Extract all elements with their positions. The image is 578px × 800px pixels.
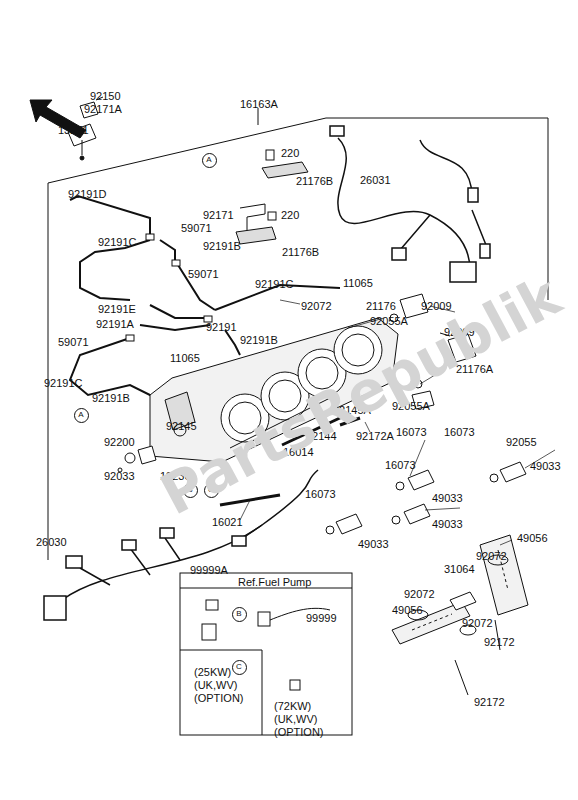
callout-number: 92191 — [206, 321, 237, 333]
callout-number: 26030 — [36, 536, 67, 548]
callout-number: 11065 — [343, 277, 373, 289]
callout-number: 92171 — [203, 209, 234, 221]
callout-number: (UK,WV) — [194, 679, 237, 691]
reference-circle: C — [232, 660, 247, 675]
callout-number: 92171A — [84, 103, 122, 115]
callout-number: 99999A — [190, 564, 228, 576]
callout-number: 92191B — [92, 392, 130, 404]
callout-number: 92191C — [44, 377, 83, 389]
callout-number: 92191B — [203, 240, 241, 252]
callout-number: 21176 — [366, 300, 396, 312]
callout-number: 49056 — [517, 532, 548, 544]
callout-number: 16021 — [212, 516, 243, 528]
injectors — [326, 462, 526, 534]
callout-number: 92055A — [370, 315, 408, 327]
callout-number: 59071 — [58, 336, 89, 348]
callout-number: 31064 — [444, 563, 475, 575]
callout-number: 92145 — [166, 420, 197, 432]
reference-letter: B — [236, 610, 241, 618]
callout-number: Ref.Fuel Pump — [238, 576, 311, 588]
callout-number: 220 — [281, 147, 299, 159]
callout-number: 13271 — [58, 124, 89, 136]
callout-number: 92191D — [68, 188, 107, 200]
callout-number: 220 — [281, 209, 299, 221]
callout-number: 49033 — [432, 492, 463, 504]
callout-number: 99999 — [306, 612, 337, 624]
callout-number: 59071 — [188, 268, 219, 280]
callout-number: (UK,WV) — [274, 713, 317, 725]
callout-number: 59071 — [181, 222, 212, 234]
callout-number: 49033 — [530, 460, 561, 472]
callout-number: 92072 — [301, 300, 332, 312]
callout-number: 92172 — [474, 696, 505, 708]
reference-letter: C — [236, 663, 242, 671]
bracket-parts — [68, 97, 308, 244]
callout-number: 92150 — [90, 90, 121, 102]
callout-number: 92191C — [98, 236, 137, 248]
callout-number: 16073 — [385, 459, 416, 471]
fuel-rails — [392, 535, 528, 695]
callout-number: 92191C — [255, 278, 294, 290]
callout-number: 16073 — [396, 426, 427, 438]
callout-number: 92072 — [404, 588, 435, 600]
callout-number: 92055 — [506, 436, 537, 448]
callout-number: 16073 — [305, 488, 336, 500]
callout-number: 16163A — [240, 98, 278, 110]
callout-number: 16073 — [444, 426, 475, 438]
callout-number: 21176B — [296, 175, 333, 187]
callout-number: 92191B — [240, 334, 278, 346]
reference-circle: B — [232, 607, 247, 622]
callout-number: (72KW) — [274, 700, 311, 712]
callout-number: 92191E — [98, 303, 136, 315]
hose-joints — [126, 234, 212, 341]
callout-number: (25KW) — [194, 666, 231, 678]
callout-number: 92172 — [484, 636, 515, 648]
callout-number: 92033 — [104, 470, 135, 482]
callout-number: 49033 — [358, 538, 389, 550]
option-boxes — [180, 573, 352, 735]
reference-letter: A — [206, 156, 211, 164]
callout-number: 92172A — [356, 430, 394, 442]
callout-number: (OPTION) — [274, 726, 324, 738]
callout-number: 92072 — [462, 617, 493, 629]
callout-number: 92191A — [96, 318, 134, 330]
reference-letter: A — [78, 411, 83, 419]
callout-number: 11065 — [170, 352, 200, 364]
callout-number: 92200 — [104, 436, 135, 448]
callout-number: 49056 — [392, 604, 423, 616]
callout-number: (OPTION) — [194, 692, 244, 704]
harness-26031 — [330, 126, 490, 282]
callout-number: 21176B — [282, 246, 319, 258]
reference-circle: A — [202, 153, 217, 168]
callout-number: 92072 — [476, 550, 507, 562]
callout-number: 26031 — [360, 174, 391, 186]
callout-number: 92009 — [421, 300, 452, 312]
callout-number: 49033 — [432, 518, 463, 530]
reference-circle: A — [74, 408, 89, 423]
